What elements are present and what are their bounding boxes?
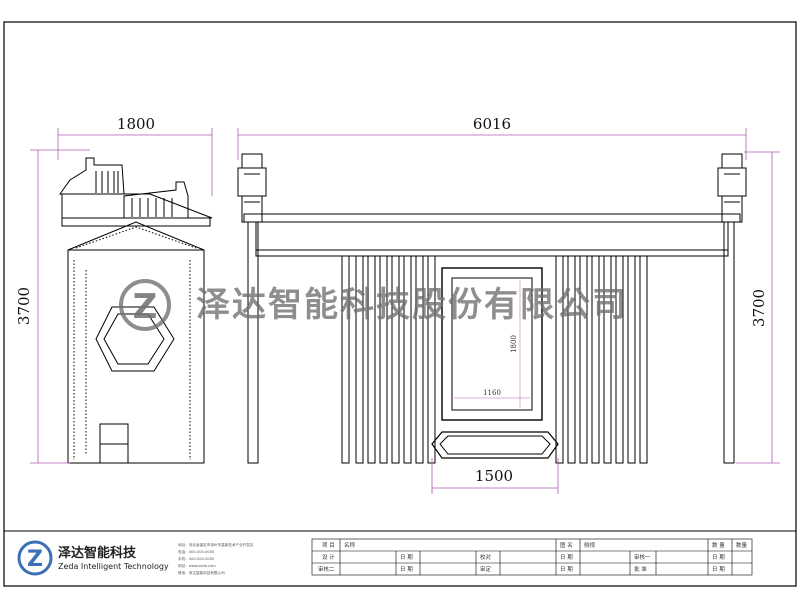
- svg-text:微信：泽达智能科技有限公司: 微信：泽达智能科技有限公司: [178, 570, 225, 575]
- svg-text:电话：400-000-0000: 电话：400-000-0000: [178, 549, 215, 554]
- side-elevation: [59, 157, 213, 464]
- tb-date-label-5: 日 期: [560, 566, 573, 573]
- tb-date-label-3: 日 期: [712, 554, 725, 561]
- dim-panel-width: 1160: [483, 389, 501, 397]
- base-plaque: [431, 431, 559, 459]
- company-name-cn: 泽达智能科技: [58, 545, 137, 561]
- front-elevation: [237, 153, 747, 464]
- company-logo: Z 泽达智能科技 Zeda Intelligent Technology: [17, 540, 169, 576]
- display-panel: [441, 267, 543, 421]
- dim-side-width: 1800: [117, 115, 155, 133]
- title-block-table: [311, 538, 753, 576]
- svg-text:手机：400-000-0000: 手机：400-000-0000: [178, 556, 215, 561]
- dim-bottom-width: 1500: [475, 467, 513, 485]
- tb-approve2-label: 批 准: [634, 565, 647, 573]
- tb-date-label-4: 日 期: [400, 566, 413, 573]
- tb-design-label: 设 计: [322, 553, 335, 561]
- svg-text:地址：河北省保定市涿州市高新技术产业开发区: 地址：河北省保定市涿州市高新技术产业开发区: [178, 542, 254, 547]
- tb-approve-label: 审定: [480, 565, 492, 573]
- tb-qty-value: 数量: [736, 541, 748, 549]
- slats-left: [341, 255, 436, 464]
- svg-text:Z: Z: [27, 547, 43, 572]
- watermark-logo-icon: Z: [119, 279, 171, 331]
- logo-icon: Z: [17, 540, 53, 576]
- dim-left-height: 3700: [15, 287, 33, 325]
- watermark: Z 泽达智能科技股份有限公司: [119, 279, 628, 331]
- company-info: 地址：河北省保定市涿州市高新技术产业开发区 电话：400-000-0000 手机…: [178, 542, 254, 575]
- svg-text:Z: Z: [133, 287, 158, 327]
- tb-drawing-label: 图 名: [560, 541, 573, 549]
- tb-review1-label: 审核一: [634, 553, 651, 561]
- tb-date-label-6: 日 期: [712, 566, 725, 573]
- company-name-en: Zeda Intelligent Technology: [58, 562, 169, 571]
- dimension-lines: [30, 128, 780, 494]
- drawing-border: [3, 21, 797, 587]
- dim-front-width: 6016: [473, 115, 511, 133]
- dim-right-height: 3700: [750, 289, 768, 327]
- tb-drawing-value: 侧视: [584, 541, 596, 549]
- watermark-text: 泽达智能科技股份有限公司: [196, 285, 628, 325]
- svg-text:网址：www.zeda.com: 网址：www.zeda.com: [178, 563, 216, 568]
- tb-date-label-2: 日 期: [560, 554, 573, 561]
- tb-check-label: 校对: [480, 553, 492, 561]
- tb-qty-label: 数 量: [712, 541, 725, 549]
- tb-date-label-1: 日 期: [400, 554, 413, 561]
- tb-review2-label: 审核二: [318, 565, 335, 573]
- dim-panel-height: 1800: [510, 335, 518, 353]
- slats-right: [555, 255, 648, 464]
- tb-project-label: 项 目: [322, 542, 335, 549]
- tb-name-label: 名称: [344, 541, 356, 549]
